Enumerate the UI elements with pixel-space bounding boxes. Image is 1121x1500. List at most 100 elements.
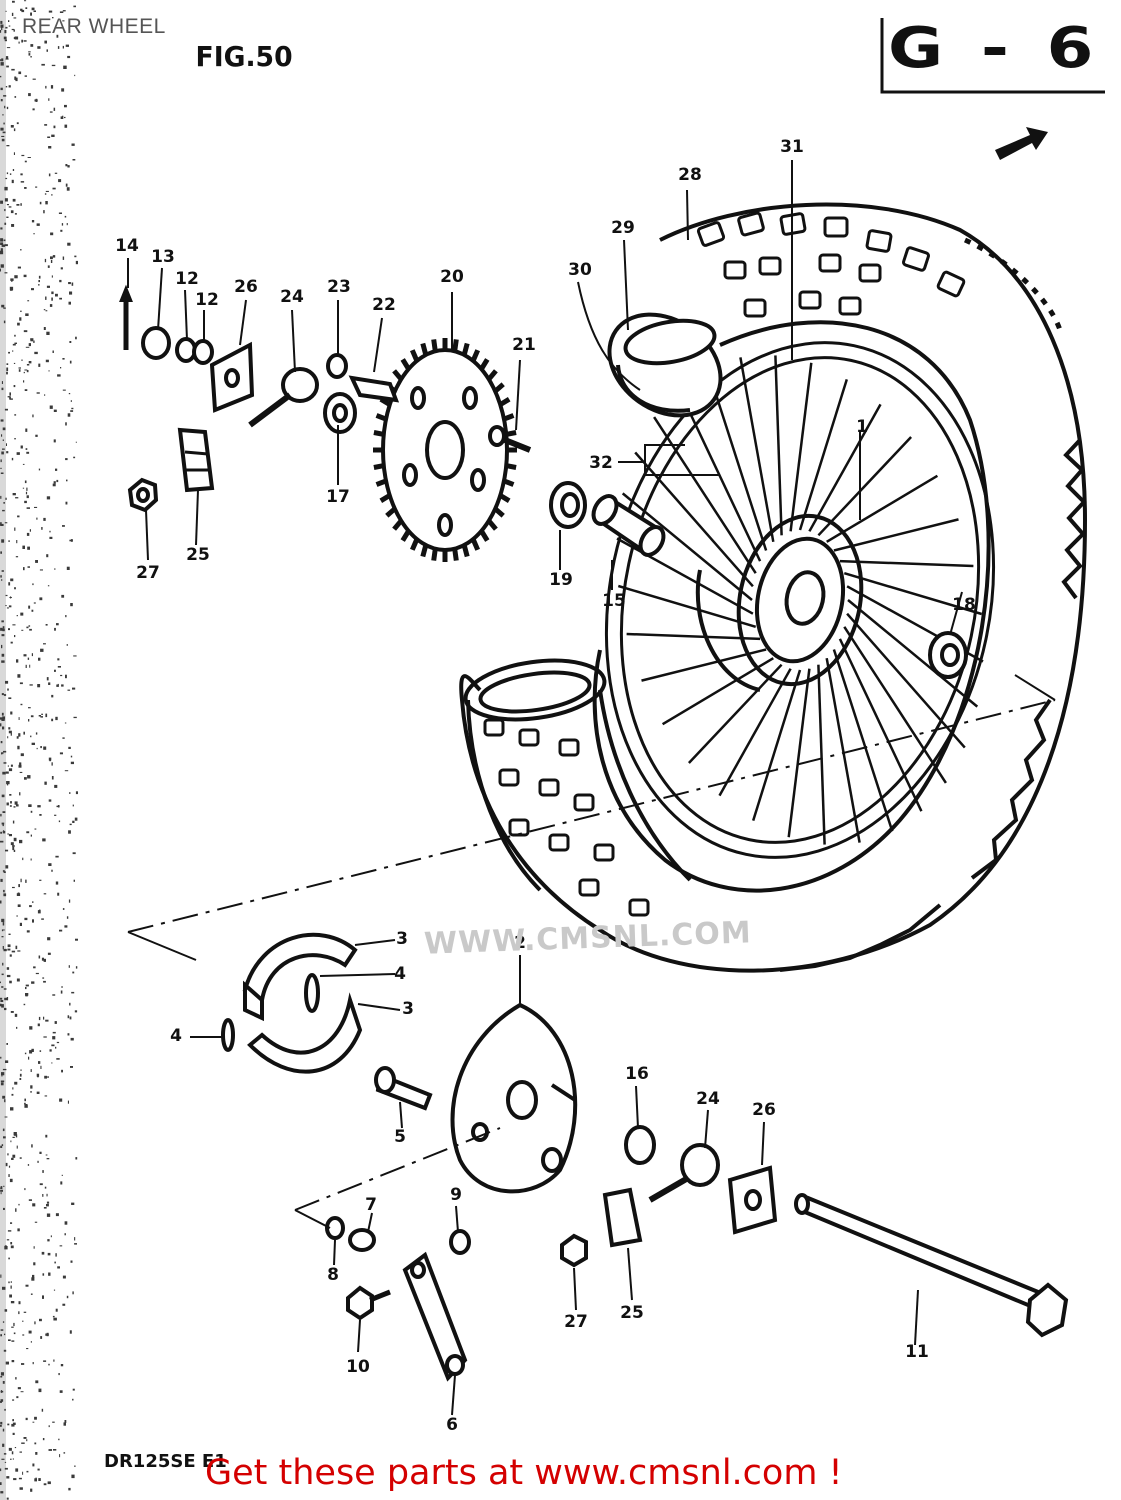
edge-speck (33, 1262, 36, 1266)
edge-speck (11, 1326, 14, 1328)
edge-speck (41, 63, 45, 66)
edge-speck (52, 1421, 55, 1423)
edge-speck (0, 1189, 4, 1192)
edge-speck (68, 301, 71, 305)
edge-speck (59, 1098, 63, 1102)
edge-speck (9, 980, 12, 984)
edge-speck (55, 716, 58, 721)
sprocket-tooth (373, 430, 385, 437)
edge-speck (42, 1194, 44, 1197)
edge-speck (43, 958, 46, 962)
edge-speck (51, 291, 54, 295)
edge-speck (5, 497, 7, 500)
edge-speck (71, 1474, 75, 1479)
edge-speck (40, 1336, 43, 1339)
edge-speck (17, 904, 21, 907)
spoke (626, 632, 761, 641)
edge-speck (30, 834, 32, 837)
edge-speck (35, 98, 38, 102)
edge-speck (17, 674, 21, 678)
brake-shoes (221, 932, 363, 1074)
edge-speck (2, 131, 6, 134)
edge-speck (44, 193, 47, 195)
edge-speck (11, 12, 14, 16)
edge-speck (0, 495, 2, 499)
edge-speck (44, 1186, 47, 1189)
edge-speck (22, 463, 25, 465)
sprocket-tooth (400, 358, 411, 371)
edge-speck (69, 792, 71, 794)
edge-speck (48, 1363, 50, 1366)
edge-speck (0, 813, 2, 817)
edge-speck (46, 677, 49, 681)
edge-speck (9, 954, 12, 957)
edge-speck (75, 336, 77, 340)
edge-speck (4, 186, 8, 191)
edge-speck (9, 1178, 13, 1183)
edge-speck (60, 1364, 64, 1367)
edge-speck (62, 737, 65, 739)
edge-speck (43, 210, 45, 214)
edge-speck (41, 527, 43, 530)
chain-adjuster-left (119, 284, 319, 513)
edge-speck (1, 387, 4, 391)
edge-speck (3, 307, 6, 309)
spoke (653, 416, 757, 574)
edge-speck (24, 75, 27, 77)
edge-speck (52, 483, 56, 487)
part-label-12: 12 (175, 269, 199, 289)
scanned-page-edge (0, 0, 78, 1500)
edge-speck (6, 216, 9, 218)
edge-speck (14, 635, 16, 638)
part-label-19: 19 (549, 570, 573, 590)
edge-speck (2, 509, 5, 512)
edge-speck (31, 1144, 33, 1148)
edge-speck (53, 439, 56, 443)
edge-speck (13, 806, 16, 808)
edge-speck (32, 78, 36, 80)
edge-speck (45, 1019, 49, 1022)
edge-speck (0, 419, 4, 422)
part-label-1: 1 (856, 417, 868, 437)
edge-speck (64, 215, 67, 218)
edge-speck (9, 794, 12, 796)
edge-speck (46, 331, 50, 335)
edge-speck (0, 1056, 2, 1059)
edge-speck (0, 878, 3, 882)
edge-speck (1, 653, 5, 657)
edge-speck (53, 481, 56, 484)
edge-speck (6, 781, 10, 785)
edge-speck (25, 313, 29, 316)
spoke (787, 668, 811, 838)
edge-speck (61, 986, 63, 988)
edge-speck (0, 1390, 4, 1393)
edge-speck (24, 1102, 26, 1105)
part-label-32: 32 (589, 453, 613, 473)
part-label-17: 17 (326, 487, 350, 507)
edge-speck (73, 456, 76, 459)
edge-speck (42, 1295, 44, 1299)
edge-speck (18, 367, 21, 369)
edge-speck (53, 1359, 55, 1362)
edge-speck (56, 34, 59, 38)
edge-speck (12, 1154, 16, 1158)
edge-speck (0, 551, 3, 554)
edge-speck (30, 1488, 33, 1492)
edge-speck (32, 1203, 36, 1207)
edge-speck (74, 1465, 76, 1467)
edge-speck (3, 762, 7, 764)
sprocket-tooth (379, 493, 392, 503)
edge-speck (33, 340, 35, 343)
edge-speck (8, 628, 10, 631)
edge-speck (38, 955, 41, 959)
edge-speck (1, 451, 4, 455)
edge-speck (19, 1078, 22, 1080)
edge-speck (8, 1165, 11, 1168)
edge-speck (72, 852, 76, 855)
promo-link-text[interactable]: Get these parts at www.cmsnl.com ! (205, 1453, 843, 1493)
edge-speck (70, 1066, 73, 1068)
edge-speck (8, 25, 11, 27)
edge-speck (2, 1286, 6, 1290)
edge-speck (43, 1483, 47, 1486)
part-label-27: 27 (136, 563, 160, 583)
